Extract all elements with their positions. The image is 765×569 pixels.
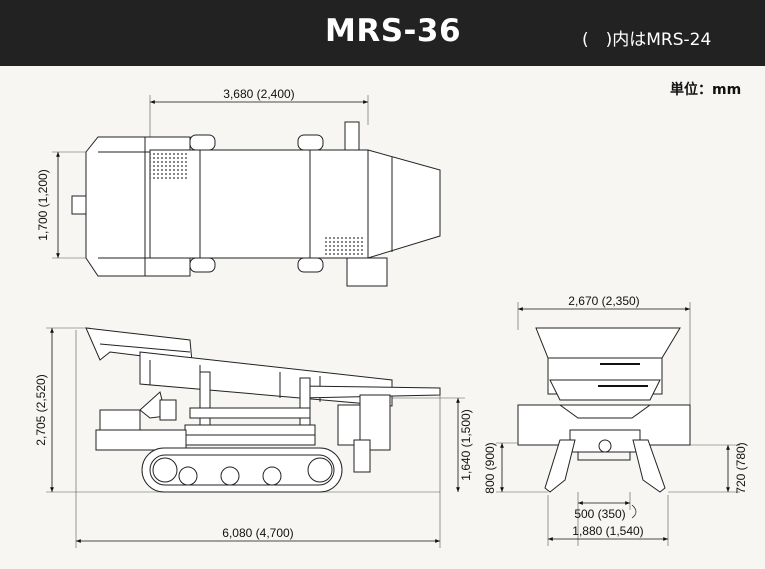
parenthesis-note: ( )内はMRS-24 [582, 30, 712, 50]
front-view [496, 302, 740, 546]
top-length-label: 3,680 (2,400) [223, 87, 294, 101]
model-title: MRS-36 [325, 13, 462, 49]
discharge-height-label: 1,640 (1,500) [459, 409, 473, 480]
top-view [52, 95, 441, 287]
front-width-label: 2,670 (2,350) [568, 294, 639, 308]
track-width-label: 1,880 (1,540) [572, 524, 643, 538]
side-view [46, 327, 465, 548]
side-length-label: 6,080 (4,700) [222, 526, 293, 540]
unit-label: 単位：mm [670, 82, 742, 98]
side-height-label: 2,705 (2,520) [34, 374, 48, 445]
front-left-height-label: 800 (900) [483, 442, 497, 493]
header-bar: MRS-36 ( )内はMRS-24 [0, 0, 765, 66]
vent-grille [150, 153, 188, 181]
vent-grille [325, 236, 365, 256]
front-right-height-label: 720 (780) [734, 442, 748, 493]
top-width-label: 1,700 (1,200) [36, 169, 50, 240]
track-gap-label: 500 (350) [574, 507, 625, 521]
